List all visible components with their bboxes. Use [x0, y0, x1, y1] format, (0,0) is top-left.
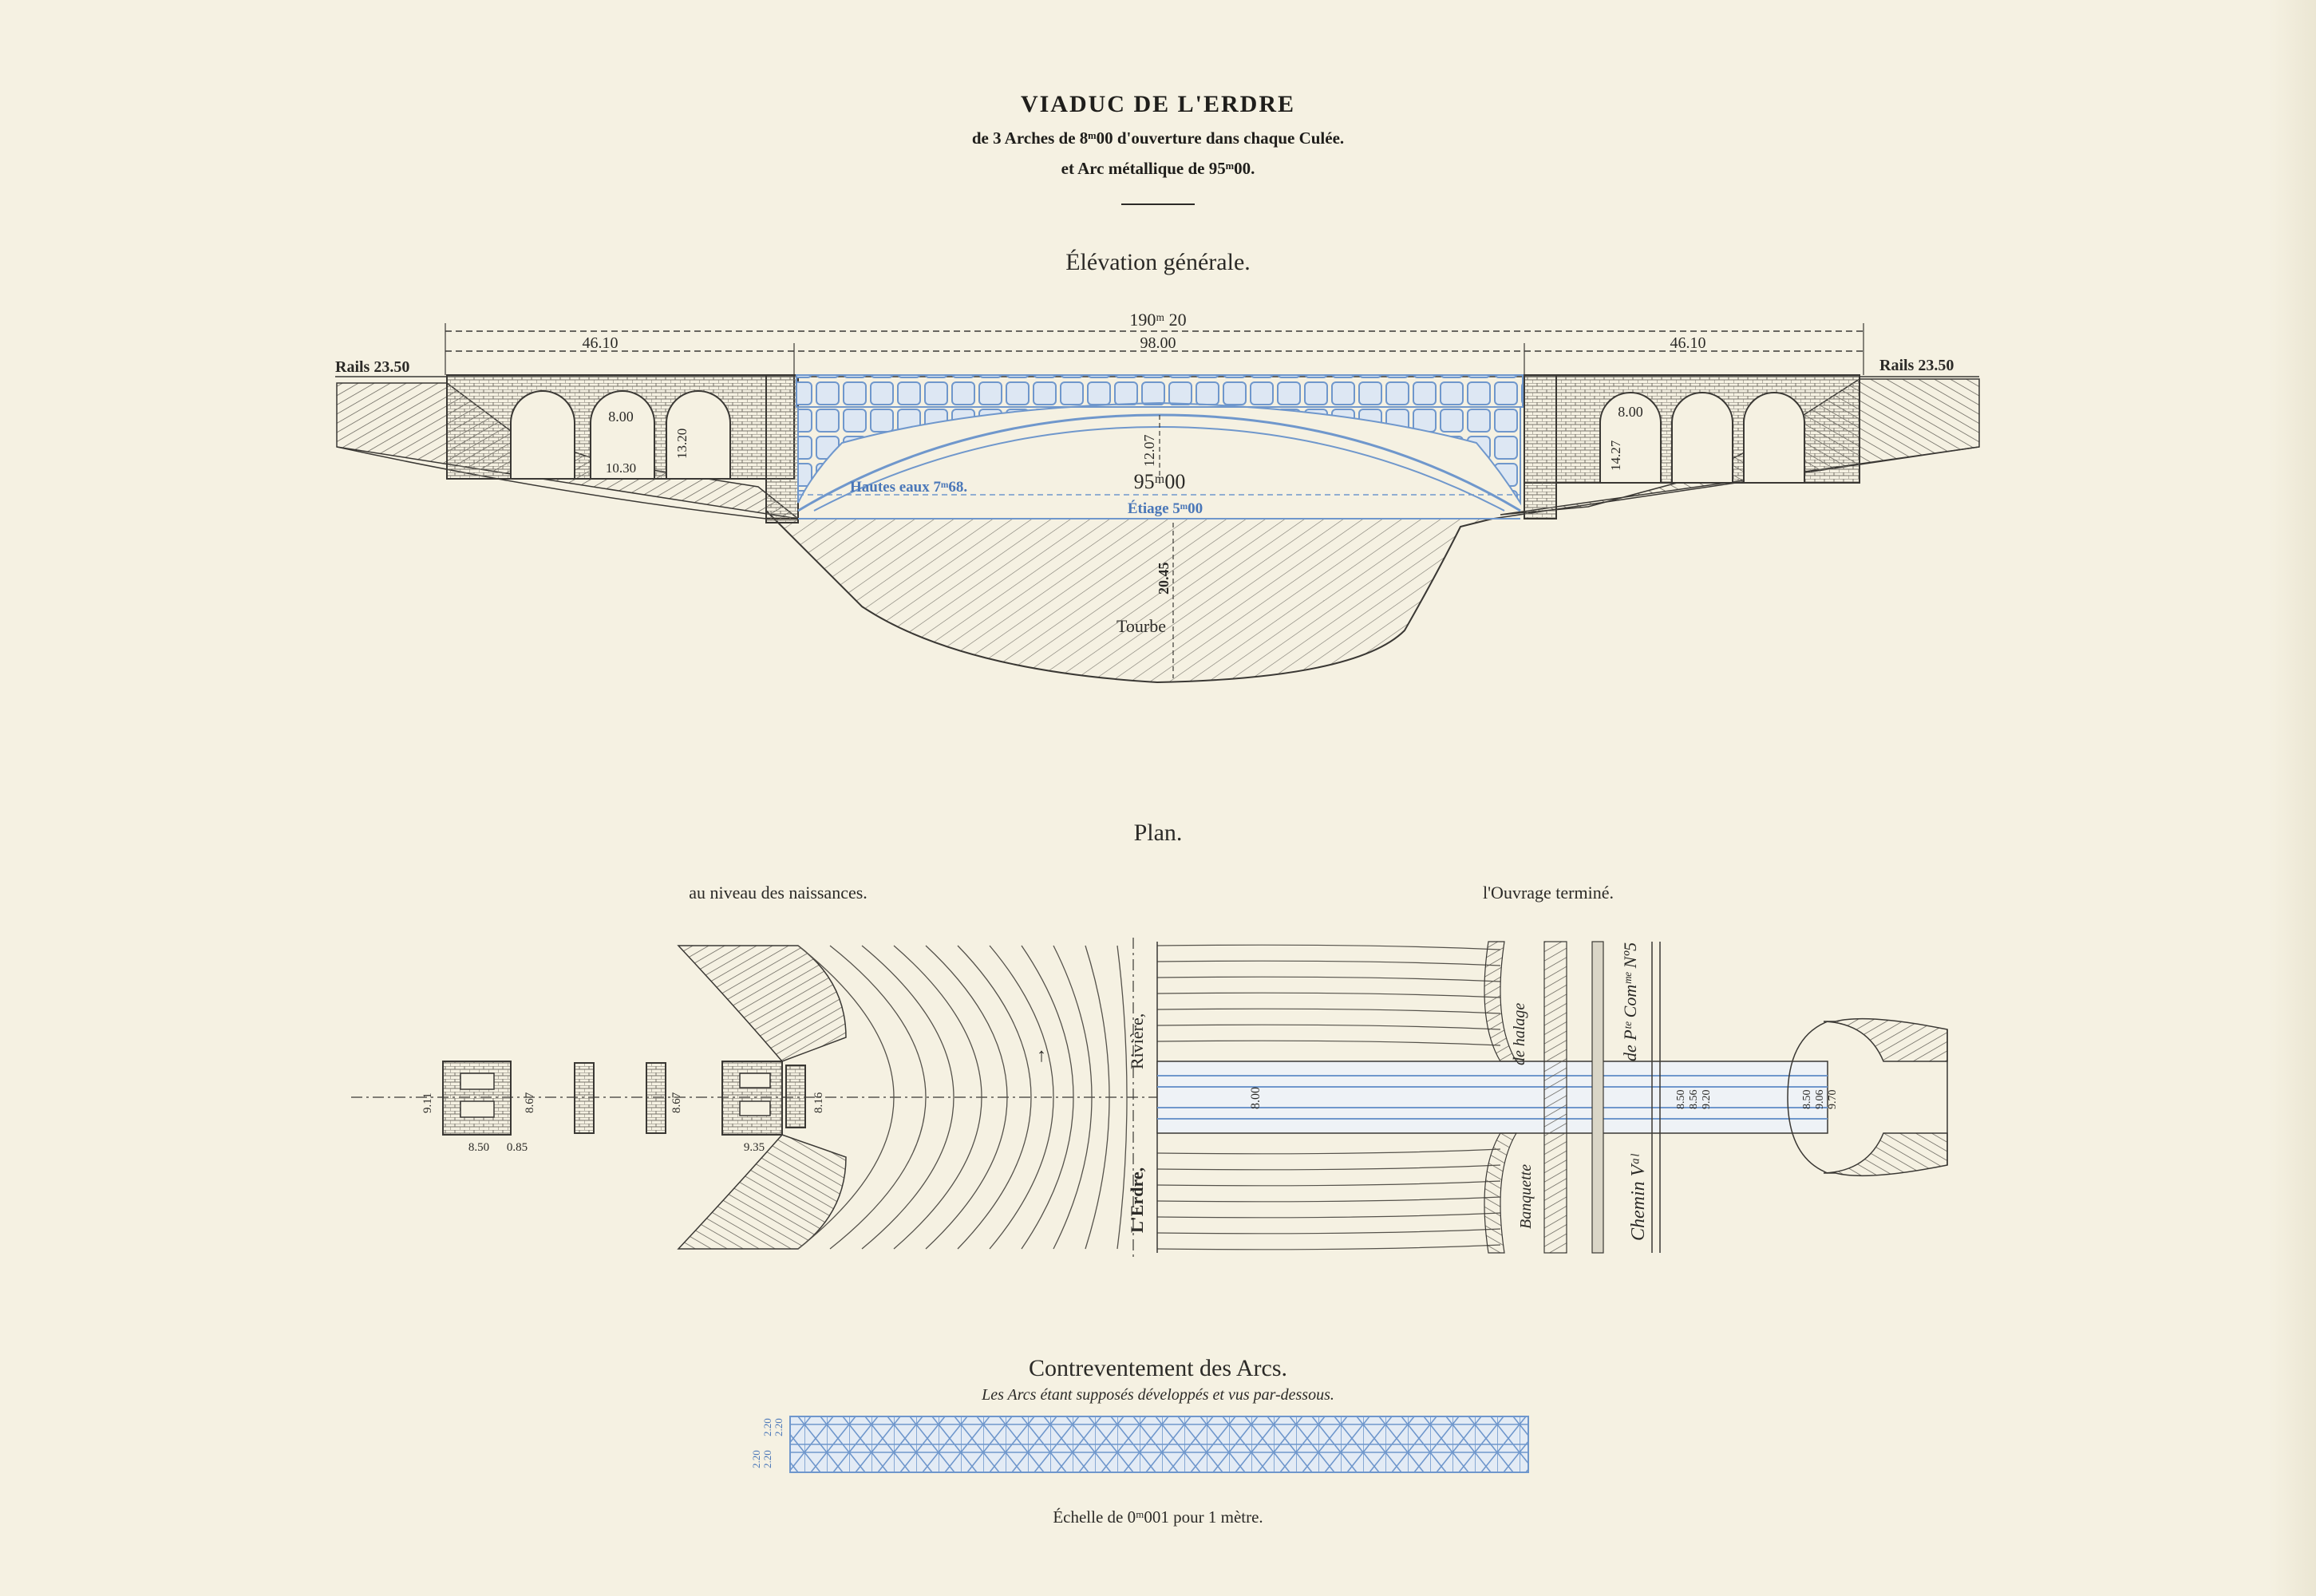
bracing-dim-2: 2.20 [761, 1450, 773, 1468]
plate-subtitle-2: et Arc métallique de 95ᵐ00. [1061, 159, 1255, 178]
abut-dim-2a: 8.50 [1801, 1090, 1813, 1110]
left-footing: 10.30 [606, 460, 636, 476]
rails-level-left: Rails 23.50 [335, 358, 409, 376]
road-label-1: de Pᵗᵉ Comᵐᵉ Nº5 [1620, 942, 1640, 1061]
elevation-view: Élévation générale. 190ᵐ 20 46.10 98.00 … [335, 249, 1980, 684]
central-span-length: 98.00 [1140, 334, 1176, 352]
towpath-label-1: de halage [1511, 1003, 1528, 1065]
pier-dim-base3: 9.35 [744, 1141, 765, 1154]
abut-dim-1b: 8.56 [1688, 1090, 1700, 1110]
pier-dim-w1: 9.11 [421, 1092, 434, 1113]
bracing-heading: Contreventement des Arcs. [1029, 1355, 1287, 1381]
pier-dim-base1: 8.50 [468, 1141, 489, 1154]
plan-right-caption: l'Ouvrage terminé. [1483, 883, 1614, 903]
abut-dim-1c: 9.20 [1701, 1090, 1713, 1110]
left-arch-opening: 8.00 [608, 409, 634, 425]
river-label-2: L'Erdre, [1127, 1167, 1147, 1233]
scale-note: Échelle de 0ᵐ001 pour 1 mètre. [1053, 1507, 1263, 1527]
plan-heading: Plan. [1134, 820, 1183, 846]
left-masonry-arches [446, 374, 799, 523]
pier-dim-base2: 0.85 [507, 1141, 528, 1154]
bracing-dim-1: 2.20 [750, 1450, 762, 1468]
arch-rise: 12.07 [1141, 435, 1157, 468]
bracing-dim-3: 2.20 [761, 1418, 773, 1436]
left-pier-height: 13.20 [674, 429, 690, 459]
right-culee-length: 46.10 [1670, 334, 1706, 352]
finished-work-plan [1156, 941, 1948, 1254]
peat-label: Tourbe [1117, 616, 1166, 636]
left-culee-length: 46.10 [583, 334, 619, 352]
pier-dim-w4: 8.16 [812, 1092, 825, 1113]
river-label-1: Rivière, [1127, 1013, 1147, 1069]
title-block: VIADUC DE L'ERDRE de 3 Arches de 8ᵐ00 d'… [972, 91, 1344, 205]
rails-level-right: Rails 23.50 [1879, 357, 1954, 374]
right-arch-opening: 8.00 [1618, 404, 1643, 420]
road-label-2: Chemin Vᵃˡ [1628, 1153, 1649, 1241]
peat-layer [765, 508, 1493, 684]
right-masonry-arches [1524, 374, 1860, 519]
right-pier-height: 14.27 [1608, 440, 1623, 471]
bracing-view: Contreventement des Arcs. Les Arcs étant… [750, 1355, 1529, 1473]
abut-dim-2c: 9.70 [1827, 1090, 1839, 1110]
left-bank-upper [677, 945, 847, 1062]
plate-title: VIADUC DE L'ERDRE [1021, 91, 1295, 117]
flow-arrow: ↑ [1037, 1045, 1046, 1066]
metal-arch [796, 374, 1524, 512]
plan-left-caption: au niveau des naissances. [689, 883, 868, 903]
plan-view: Plan. au niveau des naissances. l'Ouvrag… [351, 820, 1948, 1257]
elevation-heading: Élévation générale. [1065, 249, 1251, 275]
pier-footprints [442, 1061, 806, 1136]
high-water-label: Hautes eaux 7ᵐ68. [850, 479, 967, 496]
left-bank-lower [677, 1134, 847, 1250]
page-edge [2268, 0, 2316, 1596]
arch-span-label: 95ᵐ00 [1134, 470, 1186, 493]
river-contours [797, 945, 1128, 1250]
abut-dim-2b: 9.06 [1814, 1090, 1826, 1110]
low-water-label: Étiage 5ᵐ00 [1128, 500, 1203, 517]
towpath-label-2: Banquette [1517, 1164, 1535, 1229]
pier-dim-w3: 8.67 [670, 1092, 683, 1113]
bracing-subheading: Les Arcs étant supposés développés et vu… [981, 1386, 1334, 1404]
abut-dim-1a: 8.50 [1675, 1090, 1687, 1110]
peat-depth: 20.45 [1156, 563, 1172, 595]
pier-dim-w2: 8.67 [524, 1092, 536, 1113]
deck-width: 8.00 [1249, 1087, 1263, 1109]
bracing-dim-4: 2.20 [773, 1418, 785, 1436]
plate-subtitle-1: de 3 Arches de 8ᵐ00 d'ouverture dans cha… [972, 128, 1344, 148]
total-length-label: 190ᵐ 20 [1129, 310, 1186, 330]
